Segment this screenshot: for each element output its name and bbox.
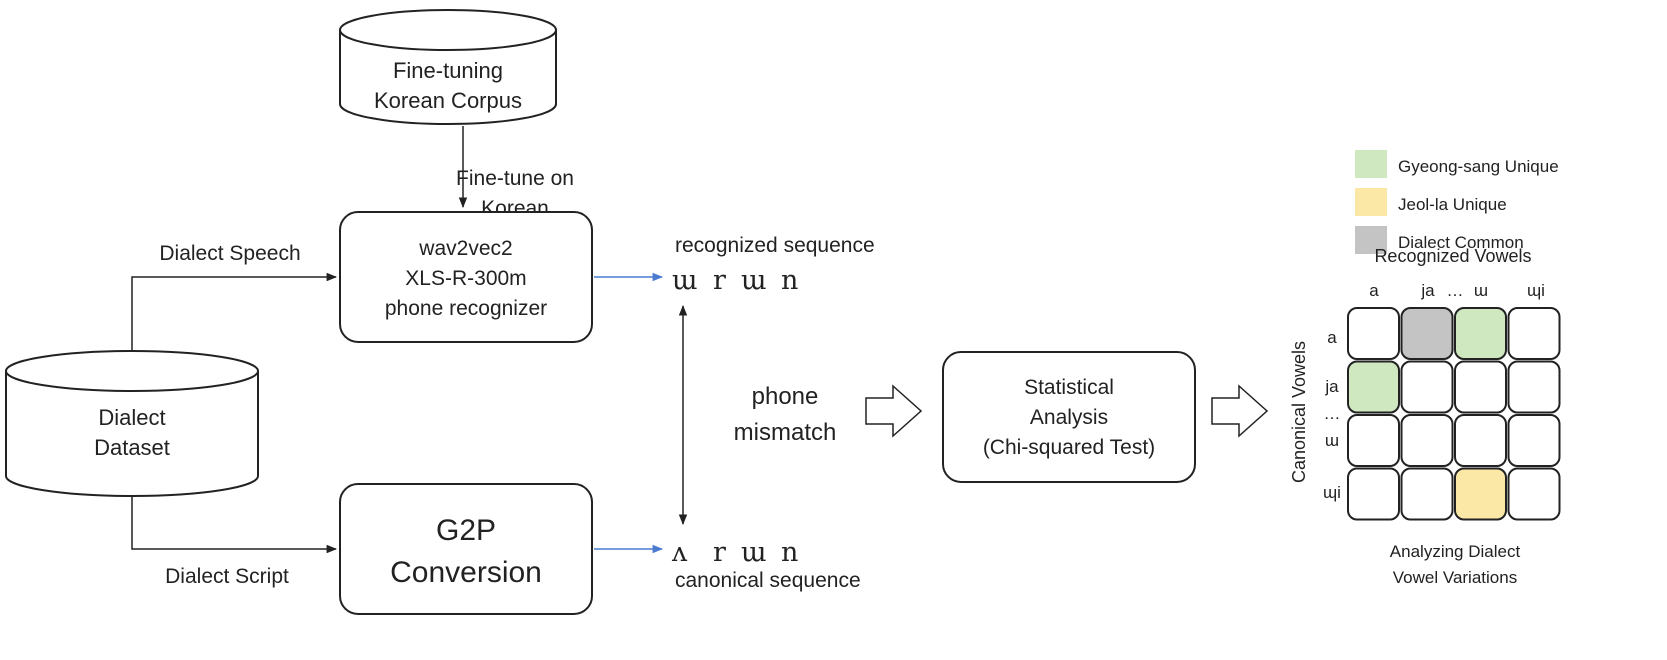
dataset-title-line2: Dataset (94, 435, 170, 460)
canonical-phone-1: ʌ (671, 537, 688, 568)
matrix-caption-line2: Vowel Variations (1393, 568, 1517, 587)
col-header-a: a (1369, 281, 1379, 300)
legend-label-jeolla: Jeol-la Unique (1398, 195, 1507, 214)
row-header-ui: ɰi (1323, 483, 1341, 502)
mismatch-line2: mismatch (734, 419, 837, 446)
speech-arrow (131, 272, 338, 351)
speech-label: Dialect Speech (159, 242, 300, 265)
recognizer-line2: XLS-R-300m (405, 267, 526, 290)
recognizer-line1: wav2vec2 (418, 237, 512, 260)
canonical-phone-3: ɯ (741, 537, 767, 568)
legend-label-gyeongsang: Gyeong-sang Unique (1398, 157, 1559, 176)
row-header-u: ɯ (1325, 431, 1339, 450)
script-arrow (131, 496, 338, 554)
g2p-line2: Conversion (390, 556, 542, 589)
recognized-phone-4: n (781, 265, 798, 296)
legend-swatch-common (1355, 226, 1387, 254)
recognizer-box: wav2vec2 XLS-R-300m phone recognizer (339, 211, 593, 343)
canonical-caption: canonical sequence (675, 569, 861, 592)
flow-arrow-1 (865, 384, 923, 438)
matrix-cell-r1-c3 (1507, 360, 1561, 414)
matrix-cell-r2-c2 (1454, 414, 1507, 467)
stats-line2: Analysis (1030, 406, 1108, 429)
legend: Gyeong-sang Unique Jeol-la Unique Dialec… (1355, 150, 1559, 254)
matrix-cell-r2-c0 (1347, 414, 1400, 467)
col-header-u: ɯ (1474, 281, 1488, 300)
matrix-col-headers: a ja … ɯ ɰi (1369, 281, 1545, 300)
row-header-ja: ja (1324, 377, 1339, 396)
matrix-cell-r3-c3 (1507, 467, 1561, 521)
matrix-cell-r3-c2 (1454, 467, 1507, 521)
recognized-phone-2: r (713, 265, 726, 296)
stats-line1: Statistical (1024, 376, 1114, 399)
matrix-row-title: Canonical Vowels (1289, 341, 1309, 483)
mismatch-line1: phone (752, 383, 819, 410)
legend-swatch-jeolla (1355, 188, 1387, 216)
matrix-cell-r3-c1 (1400, 467, 1454, 521)
legend-label-common: Dialect Common (1398, 233, 1524, 252)
matrix-cell-r1-c1 (1400, 360, 1454, 414)
dataset-title-line1: Dialect (98, 405, 165, 430)
flow-arrow-2 (1211, 384, 1269, 438)
matrix-caption-line1: Analyzing Dialect (1390, 542, 1521, 561)
matrix-cell-r1-c0 (1347, 360, 1400, 414)
legend-swatch-gyeongsang (1355, 150, 1387, 178)
matrix-row-headers: a ja … ɯ ɰi (1323, 328, 1341, 502)
matrix-cell-r0-c1 (1400, 307, 1454, 360)
stats-line3: (Chi-squared Test) (983, 436, 1155, 459)
recognized-caption: recognized sequence (675, 234, 875, 257)
matrix-cell-r1-c2 (1454, 360, 1507, 414)
matrix-cell-r2-c3 (1507, 414, 1561, 467)
canonical-phone-4: n (781, 537, 798, 568)
stats-box: Statistical Analysis (Chi-squared Test) (942, 351, 1196, 483)
matrix-cell-r2-c1 (1400, 414, 1454, 467)
recognized-phones: ɯ r ɯ n (672, 265, 798, 296)
matrix-cell-r0-c2 (1454, 307, 1507, 360)
g2p-box: G2P Conversion (339, 483, 593, 615)
matrix-cell-r3-c0 (1347, 467, 1400, 521)
canonical-phone-2: r (713, 537, 726, 568)
row-header-a: a (1327, 328, 1337, 347)
matrix-cell-r0-c3 (1507, 307, 1561, 360)
corpus-cylinder: Fine-tuning Korean Corpus (339, 9, 557, 125)
col-header-ja: ja (1420, 281, 1435, 300)
recognized-phone-1: ɯ (672, 265, 698, 296)
matrix-cell-r0-c0 (1347, 307, 1400, 360)
row-header-ellipsis: … (1324, 404, 1341, 423)
col-header-ellipsis: … (1447, 281, 1464, 300)
finetune-label-line1: Fine-tune on (456, 167, 574, 190)
script-label: Dialect Script (165, 565, 289, 588)
recognized-phone-3: ɯ (741, 265, 767, 296)
matrix-col-title: Recognized Vowels (1374, 246, 1531, 266)
recognizer-line3: phone recognizer (385, 297, 547, 320)
dataset-cylinder: Dialect Dataset (5, 350, 259, 497)
col-header-ui: ɰi (1527, 281, 1545, 300)
corpus-title-line1: Fine-tuning (393, 58, 503, 83)
vowel-matrix (1347, 307, 1561, 521)
corpus-title-line2: Korean Corpus (374, 88, 522, 113)
canonical-phones: ʌ r ɯ n (671, 537, 798, 568)
g2p-line1: G2P (436, 514, 496, 547)
